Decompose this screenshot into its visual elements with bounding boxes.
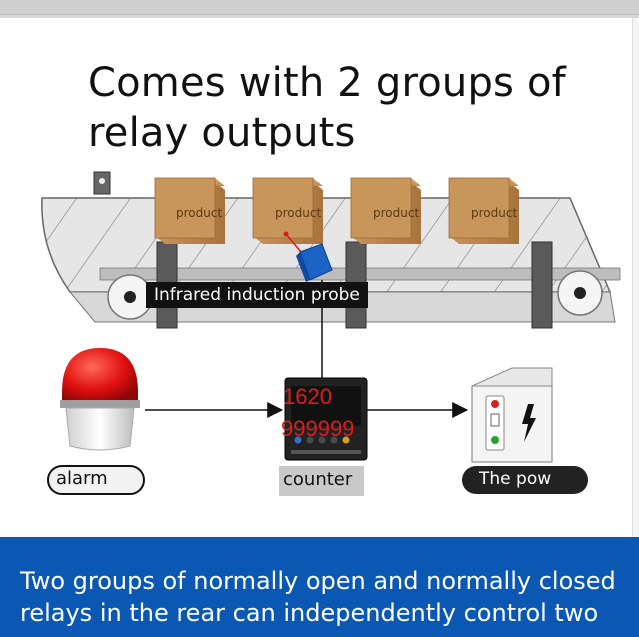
right-edge bbox=[632, 18, 639, 637]
alarm-label: alarm bbox=[56, 468, 108, 489]
probe-label: Infrared induction probe bbox=[146, 282, 368, 308]
info-banner bbox=[0, 537, 639, 637]
counter-readout-bottom: 999999 bbox=[281, 416, 355, 441]
power-cabinet-icon bbox=[471, 367, 553, 463]
product-label: product bbox=[275, 206, 322, 220]
product-box bbox=[154, 177, 225, 244]
top-bar-strip bbox=[0, 0, 639, 15]
product-label: product bbox=[373, 206, 420, 220]
product-label: product bbox=[176, 206, 223, 220]
infrared-probe bbox=[283, 231, 333, 282]
counter-device bbox=[284, 377, 368, 461]
product-box bbox=[350, 177, 421, 244]
power-label: The pow bbox=[479, 469, 552, 489]
power-label-pill bbox=[462, 466, 588, 494]
product-box bbox=[448, 177, 519, 244]
product-label: product bbox=[471, 206, 518, 220]
counter-readout-top: 1620 bbox=[283, 384, 332, 409]
heading: Comes with 2 groups of relay outputs bbox=[88, 60, 566, 156]
alarm-lamp-icon bbox=[60, 348, 140, 451]
alarm-label-pill bbox=[47, 465, 145, 495]
banner-text: Two groups of normally open and normally… bbox=[20, 567, 616, 627]
belt-post bbox=[531, 241, 553, 329]
product-box bbox=[252, 177, 323, 244]
counter-label: counter bbox=[279, 466, 364, 496]
top-bar bbox=[0, 0, 639, 18]
